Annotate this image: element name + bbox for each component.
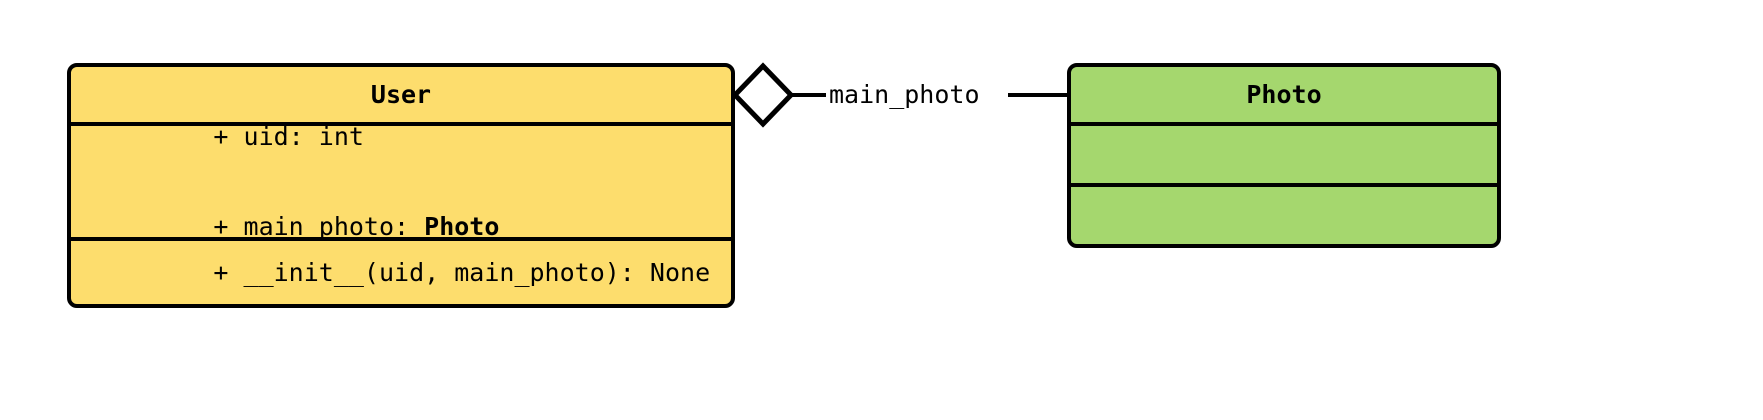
association-role-label: main_photo: [826, 80, 983, 110]
class-name-photo: Photo: [1246, 80, 1322, 109]
aggregation-diamond-icon: [731, 62, 795, 128]
attribute-row: + main_photo: Photo: [93, 182, 709, 272]
class-box-user[interactable]: User + uid: int + main_photo: Photo + __…: [67, 63, 735, 308]
class-box-photo[interactable]: Photo: [1067, 63, 1501, 248]
attribute-type-reference: Photo: [424, 211, 500, 241]
class-name-user: User: [370, 80, 432, 109]
class-attributes-user: + uid: int + main_photo: Photo: [71, 122, 731, 241]
class-attributes-photo: [1071, 122, 1497, 183]
class-title-photo: Photo: [1071, 67, 1497, 122]
operation-text: + __init__(uid, main_photo): None: [213, 257, 711, 287]
attribute-text: + uid: int: [213, 121, 364, 151]
operation-row: + __init__(uid, main_photo): None: [93, 228, 711, 305]
attribute-row: + uid: int: [93, 92, 709, 182]
class-title-user: User: [71, 67, 731, 122]
attribute-text: + main_photo:: [213, 211, 425, 241]
class-operations-photo: [1071, 183, 1497, 244]
class-operations-user: + __init__(uid, main_photo): None: [71, 237, 731, 304]
